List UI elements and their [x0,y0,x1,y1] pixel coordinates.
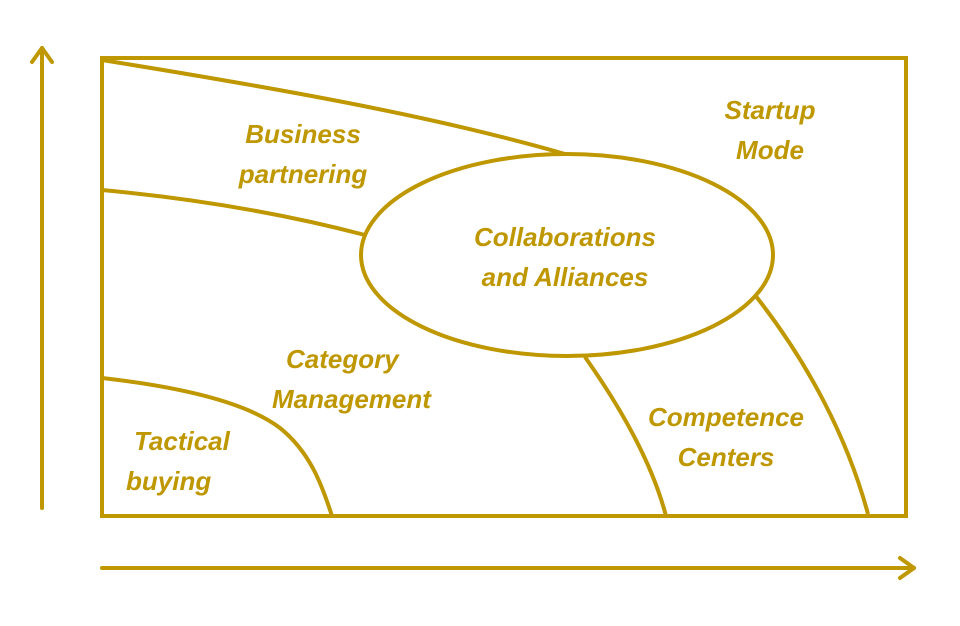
label-business-partnering: Business partnering [238,119,368,189]
curve-tactical-buying [101,376,334,517]
curve-business-partnering-lower [101,188,366,237]
collaborations-ellipse [359,152,775,358]
label-collaborations: Collaborations and Alliances [473,222,656,292]
label-category-management: Category Management [272,344,431,414]
matrix-frame [100,56,908,518]
up-arrow-icon [30,46,54,64]
curve-competence-right [753,293,870,515]
curve-top-boundary [101,58,566,156]
label-tactical-buying: Tactical buying [126,426,230,496]
label-competence-centers: Competence Centers [647,402,805,472]
right-arrow-icon [898,556,916,580]
curve-competence-left [583,355,668,517]
label-startup-mode: Startup Mode [724,95,816,165]
